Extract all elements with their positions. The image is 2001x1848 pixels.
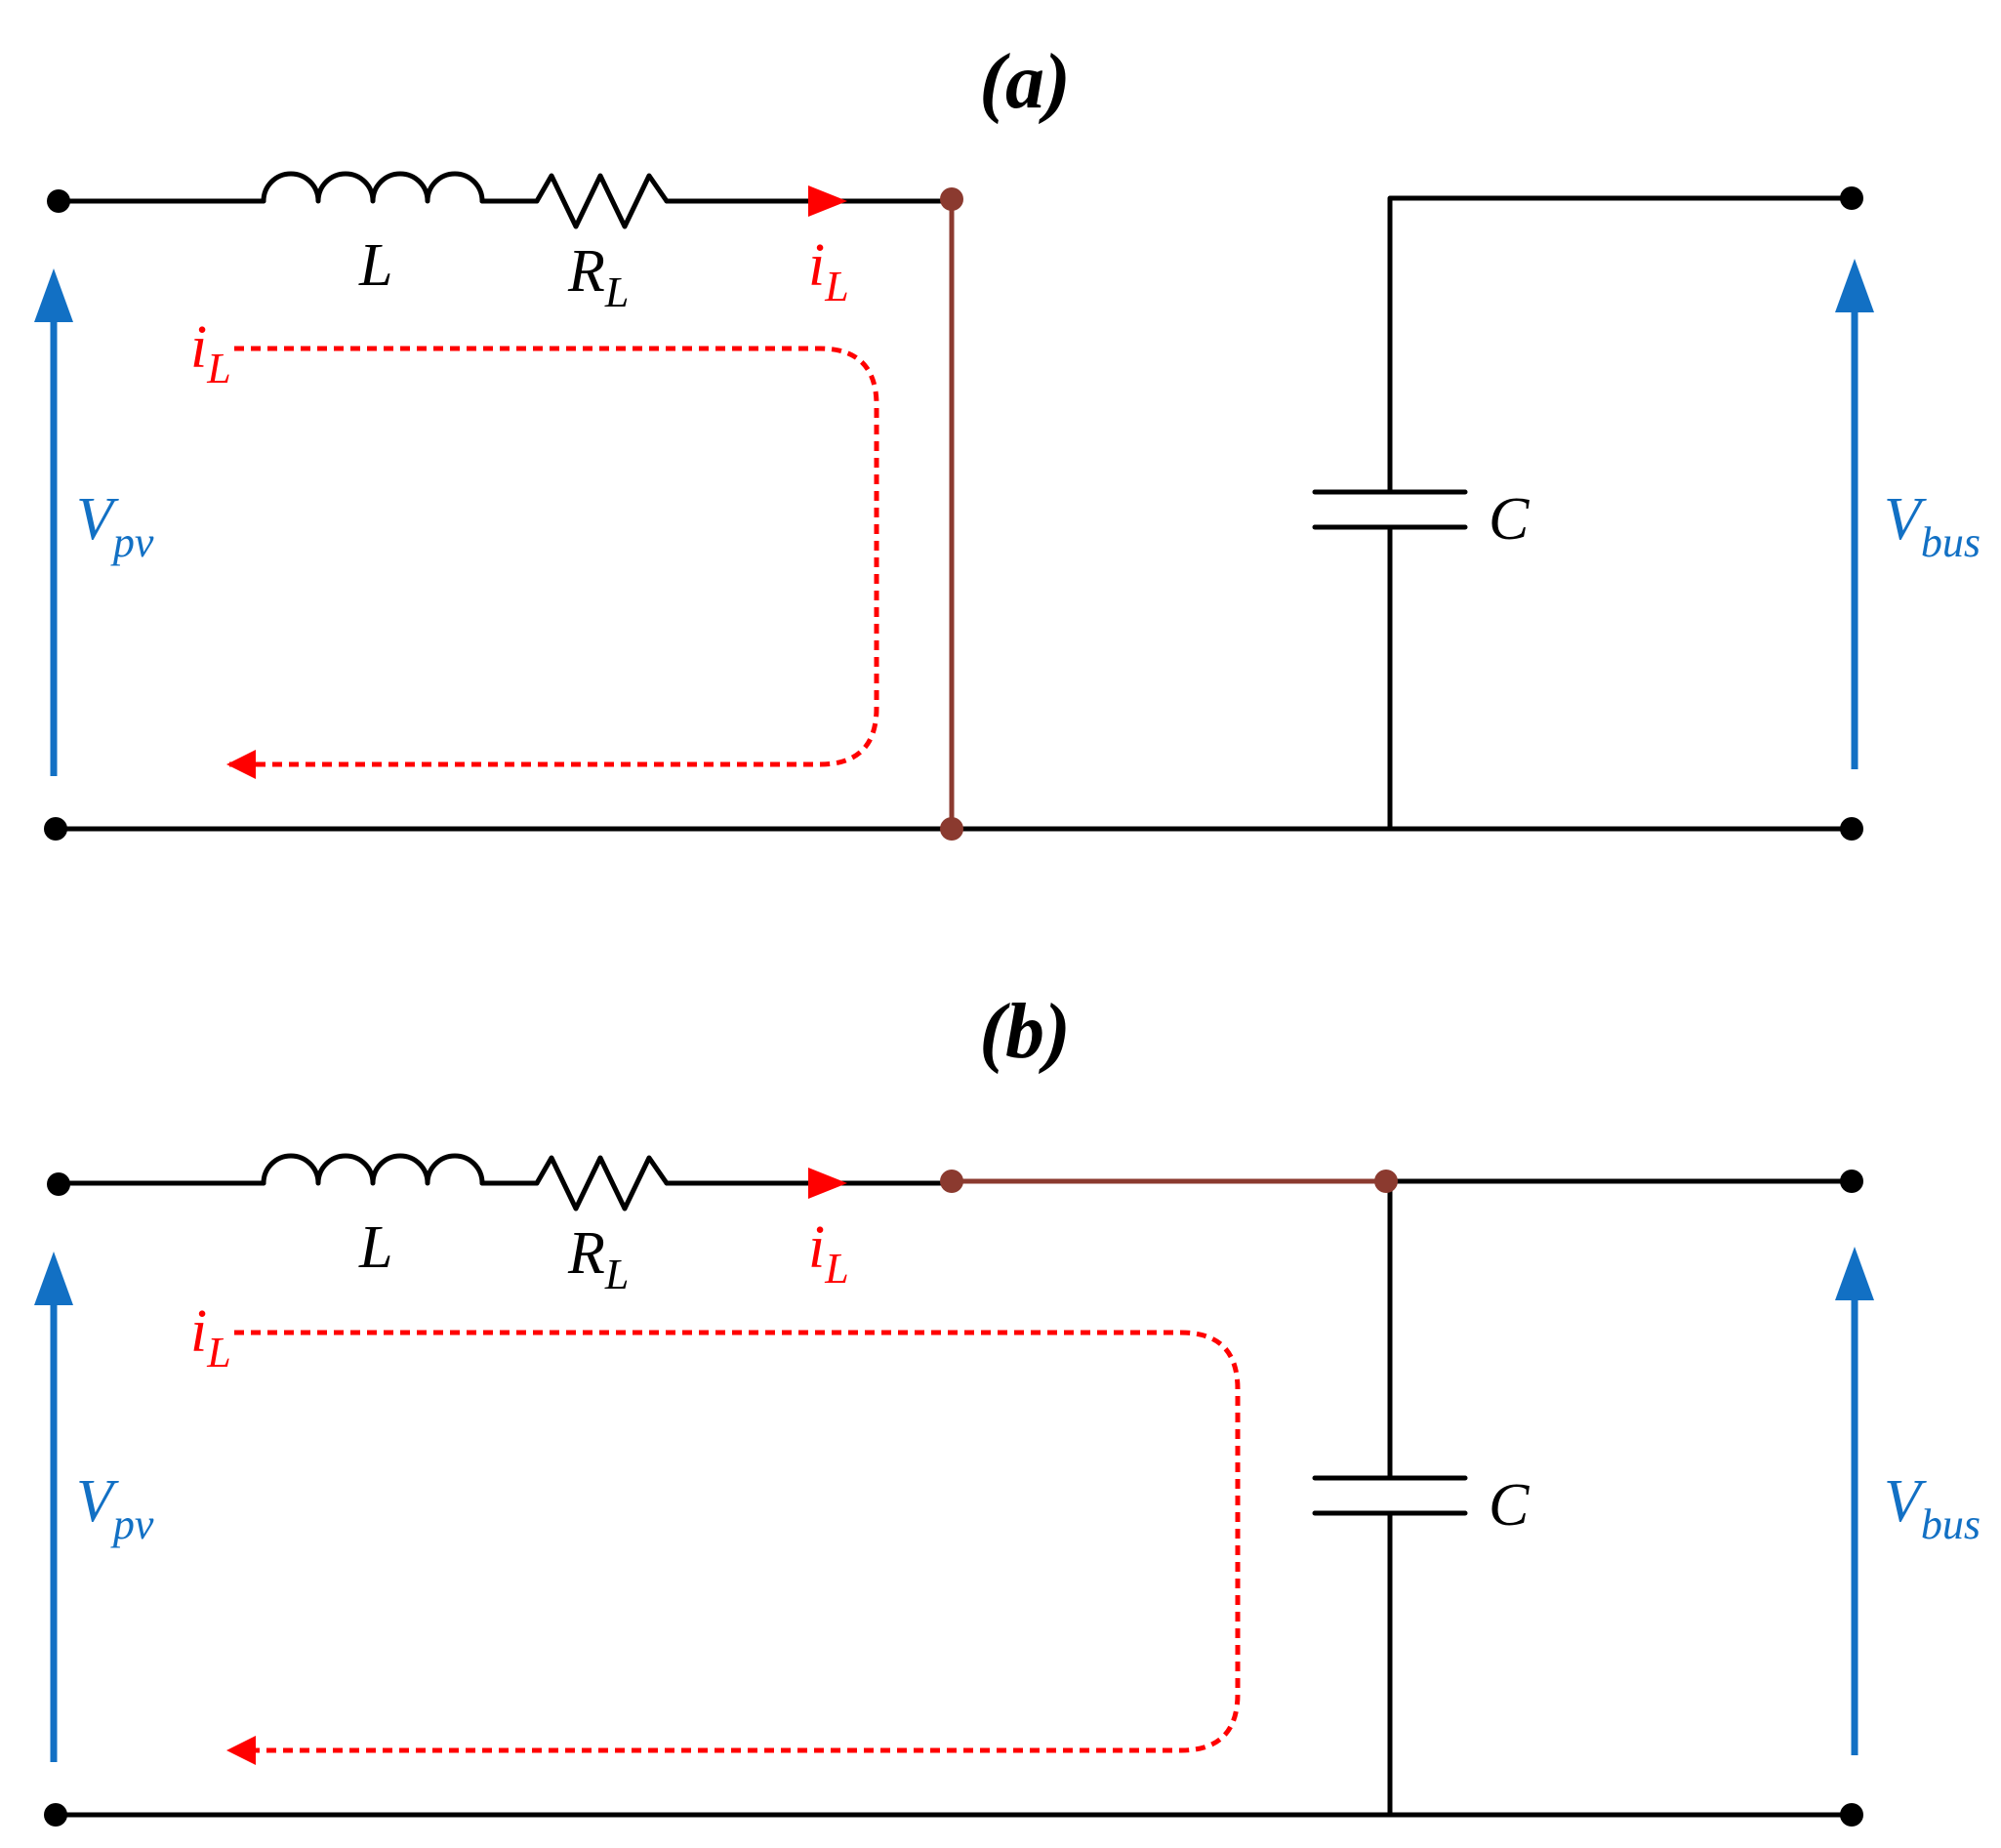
current-label-loop: iL: [190, 1298, 231, 1376]
current-label-loop: iL: [190, 314, 231, 392]
terminal-in-top: [47, 189, 70, 213]
panel-title: (b): [979, 989, 1070, 1075]
resistor-label: RL: [567, 238, 629, 316]
current-arrow: [808, 1168, 847, 1199]
switch-node-right: [1374, 1170, 1398, 1193]
terminal-out-bottom: [1840, 817, 1863, 841]
vpv-label: Vpv: [76, 486, 154, 566]
current-label-top: iL: [808, 1214, 849, 1293]
capacitor-label: C: [1489, 1472, 1530, 1539]
resistor: [534, 173, 670, 229]
inductor-label: L: [358, 232, 392, 299]
inductor: [261, 1153, 485, 1186]
vbus-label: Vbus: [1884, 486, 1981, 566]
terminal-out-top: [1840, 1170, 1863, 1193]
switch-node-bottom: [940, 817, 963, 841]
terminal-in-bottom: [44, 1803, 67, 1827]
terminal-in-bottom: [44, 817, 67, 841]
current-path: [226, 1330, 1241, 1765]
terminal-out-top: [1840, 186, 1863, 210]
resistor: [534, 1155, 670, 1211]
current-path: [226, 346, 879, 779]
vpv-label: Vpv: [76, 1468, 154, 1548]
switch-node-left: [940, 1170, 963, 1193]
current-label-top: iL: [808, 232, 849, 310]
current-arrow: [808, 185, 847, 217]
cap-top-wire: [1387, 195, 1853, 495]
terminal-out-bottom: [1840, 1803, 1863, 1827]
inductor-label: L: [358, 1214, 392, 1281]
vpv-arrow-head: [34, 268, 73, 322]
capacitor-label: C: [1489, 486, 1530, 553]
vbus-label: Vbus: [1884, 1468, 1981, 1548]
panel-title: (a): [979, 39, 1070, 125]
inductor: [261, 171, 485, 204]
terminal-in-top: [47, 1172, 70, 1196]
switch-node-top: [940, 187, 963, 211]
panel-a: (a) L RL iL iL C: [34, 39, 1981, 841]
vpv-arrow-head: [34, 1252, 73, 1305]
vbus-arrow-head: [1835, 259, 1874, 312]
vbus-arrow-head: [1835, 1247, 1874, 1300]
panel-b: (b) L RL iL iL: [34, 989, 1981, 1827]
resistor-label: RL: [567, 1220, 629, 1298]
